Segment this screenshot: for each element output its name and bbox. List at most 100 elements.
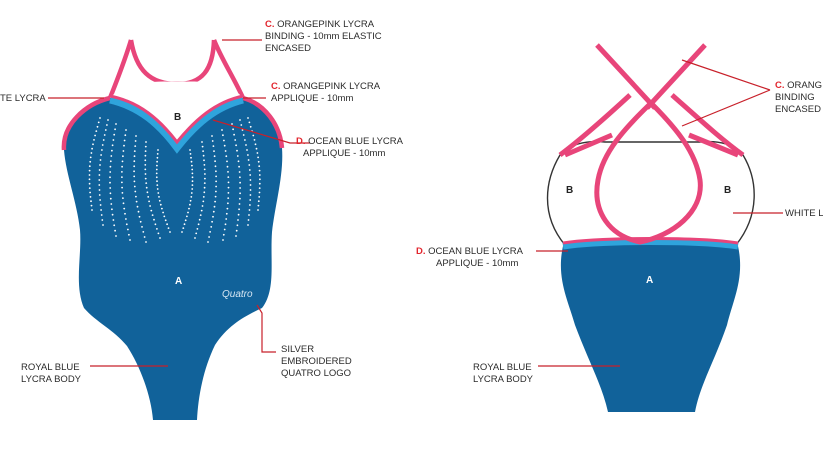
crystal-dot (149, 205, 152, 207)
crystal-dot (249, 184, 252, 186)
front-white-yoke (110, 81, 243, 145)
crystal-dot (88, 165, 91, 168)
crystal-dot (101, 219, 104, 221)
crystal-dot (98, 169, 101, 171)
crystal-dot (239, 176, 241, 179)
crystal-dot (214, 195, 217, 198)
crystal-dot (235, 144, 238, 147)
crystal-dot (231, 123, 233, 125)
crystal-dot (215, 190, 217, 193)
back-part-b-left: B (566, 185, 573, 196)
crystal-dot (133, 180, 136, 183)
crystal-dot (212, 145, 215, 148)
crystal-dot (239, 119, 241, 121)
crystal-dot (92, 143, 94, 146)
crystal-dot (197, 223, 200, 226)
crystal-dot (144, 159, 147, 162)
crystal-dot (88, 182, 91, 185)
crystal-dot (227, 176, 230, 179)
crystal-dot (159, 237, 161, 239)
crystal-dot (148, 200, 151, 203)
crystal-dot (204, 173, 206, 175)
crystal-dot (125, 129, 127, 131)
crystal-dot (247, 159, 250, 161)
crystal-dot (236, 149, 238, 152)
crystal-dot (233, 133, 236, 136)
crystal-dot (121, 181, 123, 184)
crystal-dot (235, 235, 237, 237)
crystal-dot (145, 186, 148, 189)
crystal-dot (114, 128, 116, 131)
crystal-dot (214, 165, 217, 168)
crystal-dot (144, 173, 147, 175)
crystal-dot (236, 155, 239, 157)
crystal-dot (95, 130, 98, 133)
crystal-dot (235, 229, 238, 232)
crystal-dot (239, 181, 242, 184)
crystal-dot (184, 219, 187, 222)
crystal-dot (190, 196, 193, 198)
crystal-dot (189, 203, 191, 206)
crystal-dot (203, 168, 206, 171)
leader-back-binding-1 (681, 59, 771, 91)
crystal-dot (145, 141, 147, 143)
crystal-dot (98, 194, 101, 196)
crystal-dot (156, 164, 158, 167)
front-view (61, 39, 285, 420)
crystal-dot (247, 224, 249, 226)
back-strap-right (645, 43, 707, 110)
back-teardrop (594, 101, 703, 245)
crystal-dot (257, 160, 260, 163)
crystal-dot (258, 165, 261, 168)
crystal-dot (258, 191, 261, 194)
crystal-dot (139, 220, 142, 223)
front-royal-label: ROYAL BLUE LYCRA BODY (21, 362, 82, 385)
back-right-arm (670, 93, 745, 158)
crystal-dot (133, 150, 136, 153)
crystal-dot (245, 144, 247, 146)
crystal-dot (101, 149, 103, 151)
front-part-b: B (174, 112, 181, 123)
crystal-dot (135, 200, 138, 203)
crystal-dot (93, 139, 95, 141)
crystal-dot (157, 232, 160, 235)
back-binding-label: C. ORANG BINDING ENCASED (775, 80, 823, 115)
crystal-dot (122, 197, 124, 200)
crystal-dot (247, 117, 249, 119)
front-white-label: TE LYCRA (0, 93, 46, 104)
crystal-dot (109, 181, 111, 184)
crystal-dot (90, 152, 93, 154)
crystal-dot (215, 185, 218, 188)
crystal-dot (224, 223, 227, 226)
crystal-dot (115, 123, 117, 125)
crystal-dot (122, 155, 124, 158)
crystal-dot (121, 165, 123, 168)
crystal-dot (99, 204, 102, 206)
back-right-bar (688, 132, 739, 158)
crystal-dot (237, 213, 240, 216)
crystal-dot (258, 169, 261, 172)
front-left-side-binding (61, 95, 111, 151)
crystal-dot (156, 188, 159, 190)
crystal-dot (237, 219, 239, 221)
crystal-dot (88, 169, 91, 172)
back-strap-left (595, 43, 657, 110)
crystal-dot (204, 177, 206, 180)
crystal-dot (207, 241, 209, 243)
crystal-dot (255, 147, 258, 150)
crystal-dot (166, 223, 169, 226)
crystal-dot (109, 165, 112, 168)
crystal-dot (154, 223, 157, 226)
crystal-dot (98, 184, 101, 186)
crystal-dot (109, 197, 112, 200)
crystal-dot (144, 164, 147, 166)
crystal-dot (99, 117, 101, 119)
crystal-dot (162, 211, 165, 214)
crystal-dot (155, 176, 158, 179)
crystal-dot (223, 139, 225, 142)
crystal-dot (201, 145, 204, 148)
crystal-dot (225, 218, 228, 220)
crystal-dot (106, 124, 108, 126)
crystal-dot (145, 182, 148, 185)
crystal-dot (211, 135, 213, 137)
